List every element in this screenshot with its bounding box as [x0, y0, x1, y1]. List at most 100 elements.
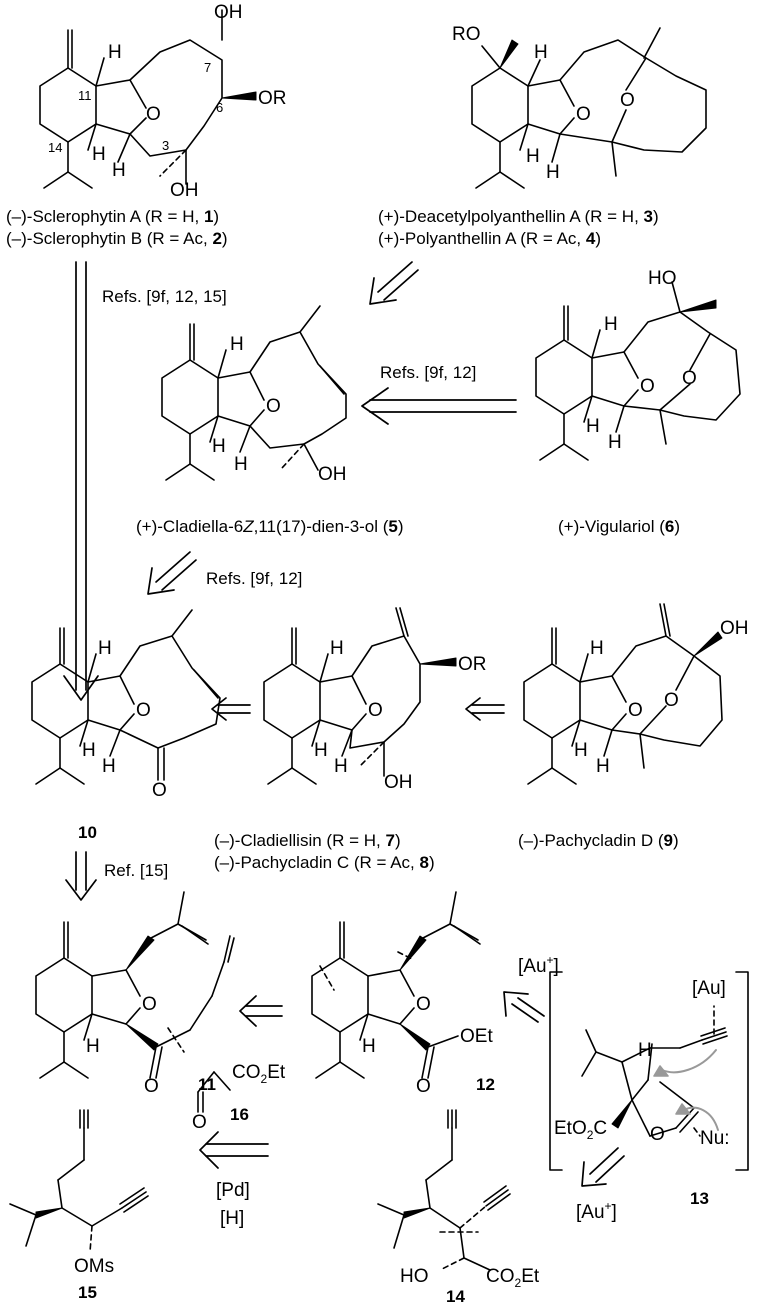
atom-h: H	[638, 1040, 652, 1061]
retro-arrow-3-to-5	[369, 261, 419, 305]
atom-o: O	[628, 700, 643, 721]
atom-h: H	[98, 638, 112, 659]
structure-compound-11	[35, 891, 235, 1079]
reference-label: Refs. [9f, 12]	[206, 569, 302, 588]
compound-number-15: 15	[78, 1283, 97, 1302]
atom-mesylate: OMs	[74, 1256, 114, 1277]
compound-number-11: 11	[198, 1075, 216, 1094]
structure-sclerophytin	[39, 9, 257, 189]
atom-number-6: 6	[216, 100, 223, 115]
atom-ester: CO2Et	[486, 1266, 540, 1290]
atom-h: H	[534, 42, 548, 63]
reference-label: Ref. [15]	[104, 861, 168, 880]
atom-h: H	[362, 1036, 376, 1057]
atom-o: O	[650, 1124, 665, 1145]
atom-ho: HO	[648, 268, 677, 289]
atom-or: OR	[258, 88, 287, 109]
atom-h: H	[574, 740, 588, 761]
atom-o: O	[136, 700, 151, 721]
structure-polyanthellin	[471, 27, 707, 189]
atom-h: H	[546, 162, 560, 183]
caption-compound-2: (–)-Sclerophytin B (R = Ac, 2)	[6, 229, 228, 248]
atom-o: O	[266, 396, 281, 417]
atom-o: O	[682, 368, 697, 389]
atom-h: H	[82, 740, 96, 761]
atom-o: O	[416, 994, 431, 1015]
atom-gold-label: [Au]	[692, 978, 726, 999]
atom-o: O	[640, 376, 655, 397]
atom-h: H	[108, 42, 122, 63]
reagent-palladium: [Pd]	[216, 1180, 250, 1201]
caption-compound-9: (–)-Pachycladin D (9)	[518, 831, 679, 850]
caption-compound-3: (+)-Deacetylpolyanthellin A (R = H, 3)	[378, 207, 659, 226]
retro-arrow-9-to-7	[465, 697, 505, 721]
compound-number-10: 10	[78, 823, 97, 842]
caption-compound-8: (–)-Pachycladin C (R = Ac, 8)	[214, 853, 435, 872]
atom-h: H	[330, 638, 344, 659]
catalyst-gold: [Au+]	[576, 1199, 617, 1223]
reference-label: Refs. [9f, 12]	[380, 363, 476, 382]
atom-o: O	[142, 994, 157, 1015]
atom-number-7: 7	[204, 60, 211, 75]
retro-arrow-10-to-11	[65, 851, 97, 901]
structure-compound-10	[31, 609, 221, 785]
compound-number-12: 12	[476, 1075, 495, 1094]
retro-arrow-1-to-10	[63, 261, 99, 701]
atom-h: H	[230, 334, 244, 355]
atom-h: H	[102, 756, 116, 777]
retro-arrow-5-to-10	[147, 551, 197, 595]
atom-h: H	[212, 436, 226, 457]
atom-h: H	[334, 756, 348, 777]
atom-oh: OH	[318, 464, 347, 485]
retro-arrow-7-to-10	[211, 697, 251, 721]
atom-oh: OH	[170, 180, 199, 201]
atom-ho: HO	[400, 1266, 429, 1287]
atom-h: H	[314, 740, 328, 761]
structure-cladiella-dienol	[161, 305, 347, 481]
atom-o: O	[146, 104, 161, 125]
atom-number-14: 14	[48, 140, 62, 155]
atom-ester: CO2Et	[232, 1062, 286, 1086]
atom-number-11: 11	[78, 88, 92, 103]
atom-or: OR	[458, 654, 487, 675]
atom-nucleophile: Nu:	[700, 1128, 730, 1149]
atom-h: H	[608, 432, 622, 453]
catalyst-gold: [Au+]	[518, 953, 559, 977]
atom-o: O	[664, 690, 679, 711]
atom-o: O	[576, 104, 591, 125]
atom-h: H	[112, 160, 126, 181]
structure-compound-12	[311, 891, 481, 1079]
atom-o: O	[368, 700, 383, 721]
caption-compound-1: (–)-Sclerophytin A (R = H, 1)	[6, 207, 219, 226]
atom-ro: RO	[452, 24, 481, 45]
atom-o: O	[620, 90, 635, 111]
caption-compound-5: (+)-Cladiella-6Z,11(17)-dien-3-ol (5)	[136, 517, 404, 536]
compound-number-13: 13	[690, 1189, 709, 1208]
atom-h: H	[86, 1036, 100, 1057]
atom-oh: OH	[720, 618, 749, 639]
structure-compound-15	[9, 1109, 149, 1253]
atom-oh: OH	[384, 772, 413, 793]
atom-ester: EtO2C	[554, 1118, 607, 1142]
atom-h: H	[92, 144, 106, 165]
atom-h: H	[590, 638, 604, 659]
structure-compound-14	[377, 1109, 511, 1271]
retro-arrow-13-to-12	[503, 991, 545, 1023]
atom-number-3: 3	[162, 138, 169, 153]
caption-compound-6: (+)-Vigulariol (6)	[558, 517, 680, 536]
retro-arrow-14-to-13	[581, 1147, 625, 1187]
atom-oh: OH	[214, 2, 243, 23]
retro-arrow-15-to-14	[199, 1131, 269, 1169]
retro-arrow-12-to-11	[239, 995, 283, 1027]
compound-number-16: 16	[230, 1105, 249, 1124]
atom-h: H	[586, 416, 600, 437]
retro-arrow-6-to-5	[361, 387, 517, 425]
caption-compound-7: (–)-Cladiellisin (R = H, 7)	[214, 831, 401, 850]
reference-label: Refs. [9f, 12, 15]	[102, 287, 227, 306]
atom-oet: OEt	[460, 1026, 493, 1047]
atom-h: H	[526, 146, 540, 167]
structure-cladiellisin	[263, 607, 457, 785]
atom-h: H	[604, 314, 618, 335]
reagent-hydrogen: [H]	[220, 1208, 244, 1229]
